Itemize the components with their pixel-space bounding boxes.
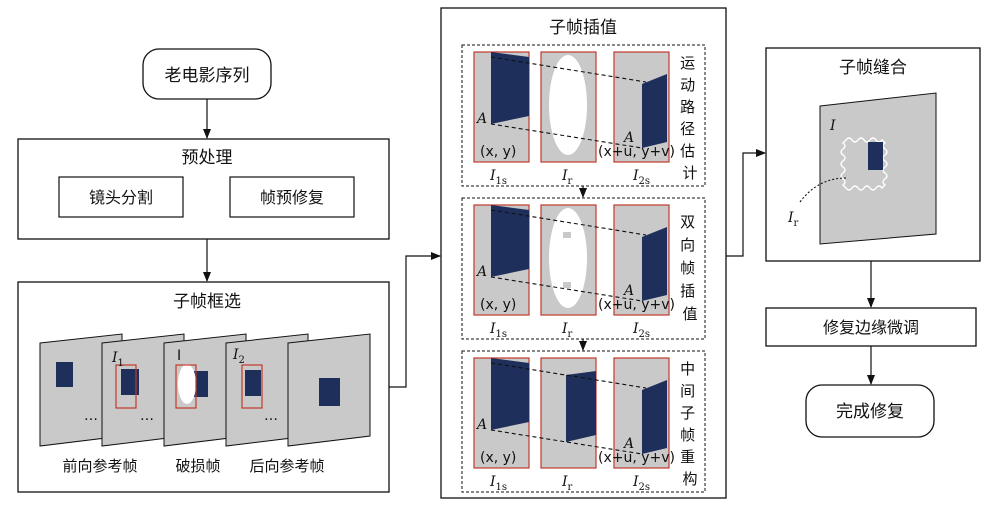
dots-f2: … (140, 408, 154, 424)
dark-block-f3 (194, 371, 208, 397)
select-box-f2 (115, 364, 137, 409)
panel-motion-estimation: A A (x, y) (x+u, y+v) I1s Ir I2s 运 动 路 径… (461, 44, 706, 187)
svg-text:A: A (475, 264, 487, 280)
svg-text:(x+u, y+v): (x+u, y+v) (598, 450, 675, 466)
complete-label: 完成修复 (836, 402, 904, 422)
svg-text:运 动 路 径: 运 动 路 径 估 计 (680, 54, 700, 182)
stitch-leader-line (799, 177, 847, 203)
panel-bidirectional-interpolation: A A (x, y) (x+u, y+v) I1s Ir I2s 双 向 帧 插… (461, 197, 706, 340)
subframe-stitching-title: 子帧缝合 (839, 58, 907, 78)
label-i2: I2 (232, 347, 245, 366)
stitch-label-ir: Ir (787, 210, 799, 229)
svg-text:(x, y): (x, y) (480, 450, 516, 466)
svg-text:Ir: Ir (561, 474, 573, 493)
select-box-f4 (241, 364, 263, 409)
svg-text:Ir: Ir (561, 321, 573, 340)
shot-segmentation-label: 镜头分割 (89, 188, 153, 207)
subframe-selection-title: 子帧框选 (173, 292, 241, 312)
svg-text:双 向 帧 插: 双 向 帧 插 值 (680, 213, 700, 323)
dots-f1: … (84, 408, 98, 424)
edge-finetune-box (765, 307, 977, 347)
label-i1: I1 (111, 350, 124, 369)
svg-text:I1s: I1s (489, 474, 507, 493)
svg-text:(x+u, y+v): (x+u, y+v) (598, 144, 675, 160)
arrow-interpolation-to-stitching (726, 149, 766, 257)
svg-text:A: A (475, 417, 487, 433)
dark-block-f4 (245, 370, 261, 396)
svg-text:(x, y): (x, y) (480, 297, 516, 313)
label-i: I (177, 348, 181, 364)
svg-text:Ir: Ir (561, 168, 573, 187)
dark-block-f2 (121, 369, 139, 395)
svg-text:I2s: I2s (632, 168, 650, 187)
block-i2s (642, 74, 667, 148)
dark-block-f1 (56, 362, 73, 387)
svg-text:A: A (622, 436, 634, 452)
dark-block-f5 (319, 378, 340, 406)
stitch-label-i: I (829, 118, 836, 134)
svg-text:A: A (622, 130, 634, 146)
preprocess-title: 预处理 (182, 148, 233, 168)
frame-prerepair-label: 帧预修复 (260, 188, 324, 207)
svg-text:I2s: I2s (632, 474, 650, 493)
block-i1s (491, 52, 529, 124)
damage-ir (549, 55, 587, 155)
source-label: 老电影序列 (165, 66, 250, 86)
svg-text:A: A (622, 283, 634, 299)
svg-text:I1s: I1s (489, 168, 507, 187)
arrow-selection-to-interpolation (389, 252, 441, 388)
svg-text:I2s: I2s (632, 321, 650, 340)
select-box-f3 (175, 364, 197, 409)
caption-backward-ref: 后向参考帧 (249, 457, 324, 475)
svg-text:(x, y): (x, y) (480, 144, 516, 160)
shot-segmentation-box (58, 176, 184, 218)
svg-text:(x+u, y+v): (x+u, y+v) (598, 297, 675, 313)
stitch-dark-block (868, 142, 883, 170)
caption-damaged: 破损帧 (175, 457, 220, 475)
caption-forward-ref: 前向参考帧 (62, 457, 137, 475)
svg-text:A: A (475, 111, 487, 127)
subframe-interpolation-title: 子帧插值 (549, 18, 617, 38)
frame-prerepair-box (229, 176, 355, 218)
complete-node (805, 384, 935, 438)
svg-text:I1s: I1s (489, 321, 507, 340)
svg-text:中 间 子 帧: 中 间 子 帧 重 构 (680, 360, 700, 488)
dots-f4: … (264, 408, 278, 424)
panel-intermediate-reconstruction: A A (x, y) (x+u, y+v) I1s Ir I2s 中 间 子 帧… (461, 350, 706, 493)
edge-finetune-label: 修复边缘微调 (823, 318, 919, 337)
damage-blob-f3 (178, 364, 196, 404)
